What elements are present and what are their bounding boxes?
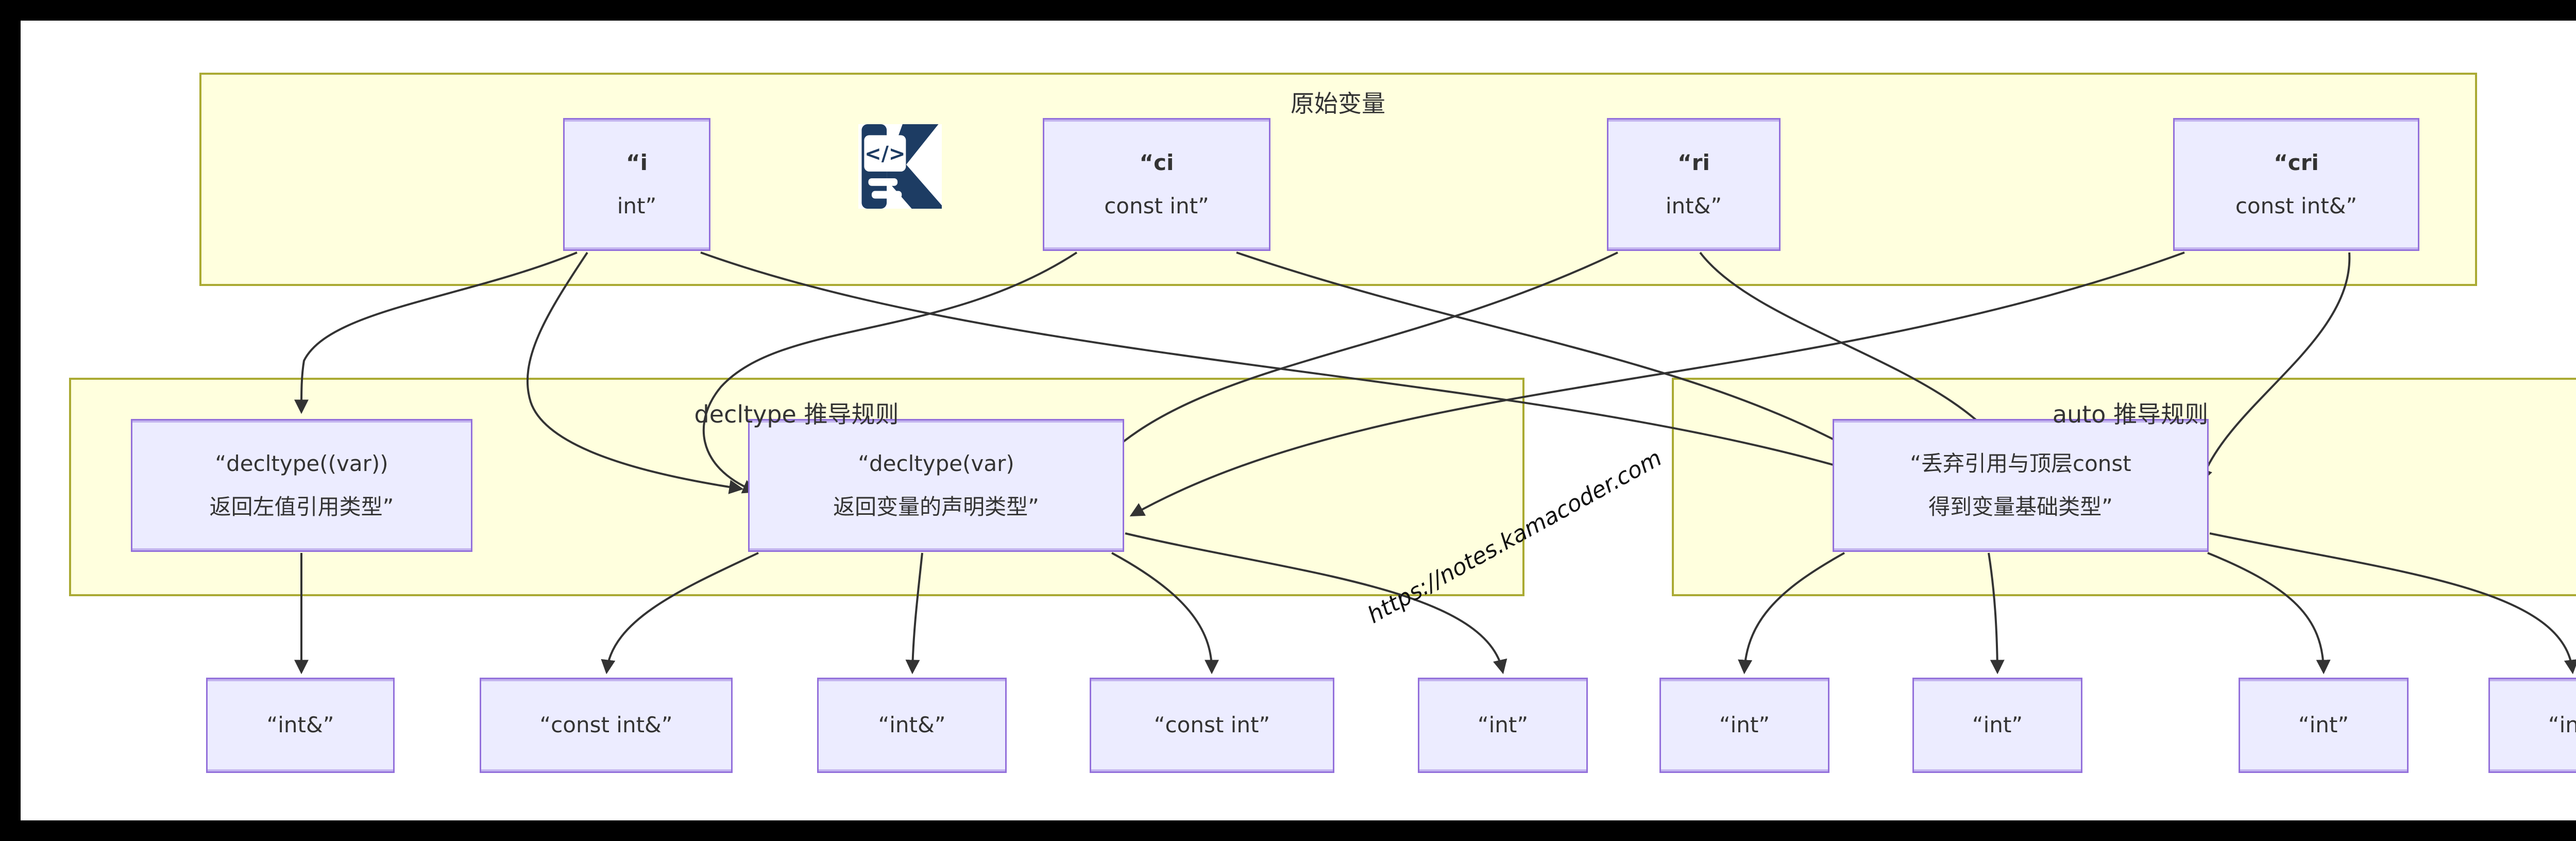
node-auto-rule-line2: 得到变量基础类型” <box>1928 494 2113 519</box>
result-label: “int” <box>1972 712 2023 738</box>
kamacoder-logo-icon: </> <box>858 124 942 209</box>
node-var-ci-name: “ci <box>1139 149 1174 175</box>
node-result-int-1: “int” <box>1418 678 1588 773</box>
result-label: “int” <box>1477 712 1529 738</box>
node-decltype-paren-line1: “decltype((var)) <box>215 450 388 476</box>
node-decltype-var-line2: 返回变量的声明类型” <box>833 494 1039 519</box>
node-var-i-name: “i <box>626 149 648 175</box>
edge-cri-to-auto <box>2198 252 2351 483</box>
result-label: “int&” <box>266 712 334 738</box>
node-var-ci: “ci const int” <box>1043 118 1270 251</box>
result-label: “int” <box>2548 712 2576 738</box>
node-auto-rule: “丢弃引用与顶层const 得到变量基础类型” <box>1833 419 2209 552</box>
edge-ri-to-decltype-var <box>1085 251 1618 479</box>
node-decltype-paren-rule: “decltype((var)) 返回左值引用类型” <box>131 419 472 552</box>
node-result-const-int-ref: “const int&” <box>480 678 733 773</box>
edge-auto-to-int-3 <box>2207 552 2331 675</box>
node-result-int-2: “int” <box>1659 678 1829 773</box>
result-label: “const int&” <box>539 712 673 738</box>
node-var-cri-type: const int&” <box>2235 193 2358 218</box>
edge-decltype-var-to-int <box>1125 532 1507 675</box>
node-decltype-var-rule: “decltype(var) 返回变量的声明类型” <box>748 419 1124 552</box>
code-brackets-icon: </> <box>865 142 905 165</box>
node-decltype-var-line1: “decltype(var) <box>858 450 1014 476</box>
node-auto-rule-line1: “丢弃引用与顶层const <box>1910 450 2131 476</box>
edge-cri-to-decltype-var <box>1129 251 2185 517</box>
cluster-label-original-vars: 原始变量 <box>1291 90 1385 117</box>
node-result-int-ref-1: “int&” <box>206 678 395 773</box>
node-var-i-type: int” <box>617 193 657 218</box>
result-label: “int&” <box>878 712 946 738</box>
edge-i-to-auto <box>700 251 1891 485</box>
node-decltype-paren-line2: 返回左值引用类型” <box>209 494 394 519</box>
node-var-cri-name: “cri <box>2274 149 2319 175</box>
node-result-int-3: “int” <box>1912 678 2082 773</box>
node-result-int-ref-2: “int&” <box>817 678 1007 773</box>
result-label: “int” <box>2298 712 2349 738</box>
node-result-const-int: “const int” <box>1090 678 1334 773</box>
node-var-i: “i int” <box>563 118 710 251</box>
cluster-label-decltype-rules: decltype 推导规则 <box>694 400 899 428</box>
cluster-label-auto-rules: auto 推导规则 <box>2052 400 2209 428</box>
edge-i-to-decltype-var <box>526 251 744 494</box>
node-var-ri-name: “ri <box>1677 149 1710 175</box>
edge-decltype-var-to-const-int <box>1111 552 1219 675</box>
edge-i-to-decltype-paren <box>294 251 578 414</box>
result-label: “int” <box>1719 712 1770 738</box>
node-var-ri: “ri int&” <box>1607 118 1781 251</box>
edge-ci-to-decltype-var <box>702 251 1078 494</box>
node-result-int-5: “int” <box>2488 678 2576 773</box>
edge-auto-to-int-4 <box>2209 532 2576 675</box>
edge-auto-to-int-2 <box>1988 552 2005 675</box>
edge-ci-to-auto <box>1236 251 1911 485</box>
result-label: “const int” <box>1154 712 1270 738</box>
edge-decltype-var-to-int-ref <box>905 552 923 675</box>
edge-decltype-var-to-const-int-ref <box>601 552 759 675</box>
node-var-ri-type: int&” <box>1665 193 1722 218</box>
node-var-ci-type: const int” <box>1104 193 1209 218</box>
node-var-cri: “cri const int&” <box>2173 118 2419 251</box>
node-result-int-4: “int” <box>2239 678 2409 773</box>
edge-auto-to-int-1 <box>1738 552 1845 675</box>
